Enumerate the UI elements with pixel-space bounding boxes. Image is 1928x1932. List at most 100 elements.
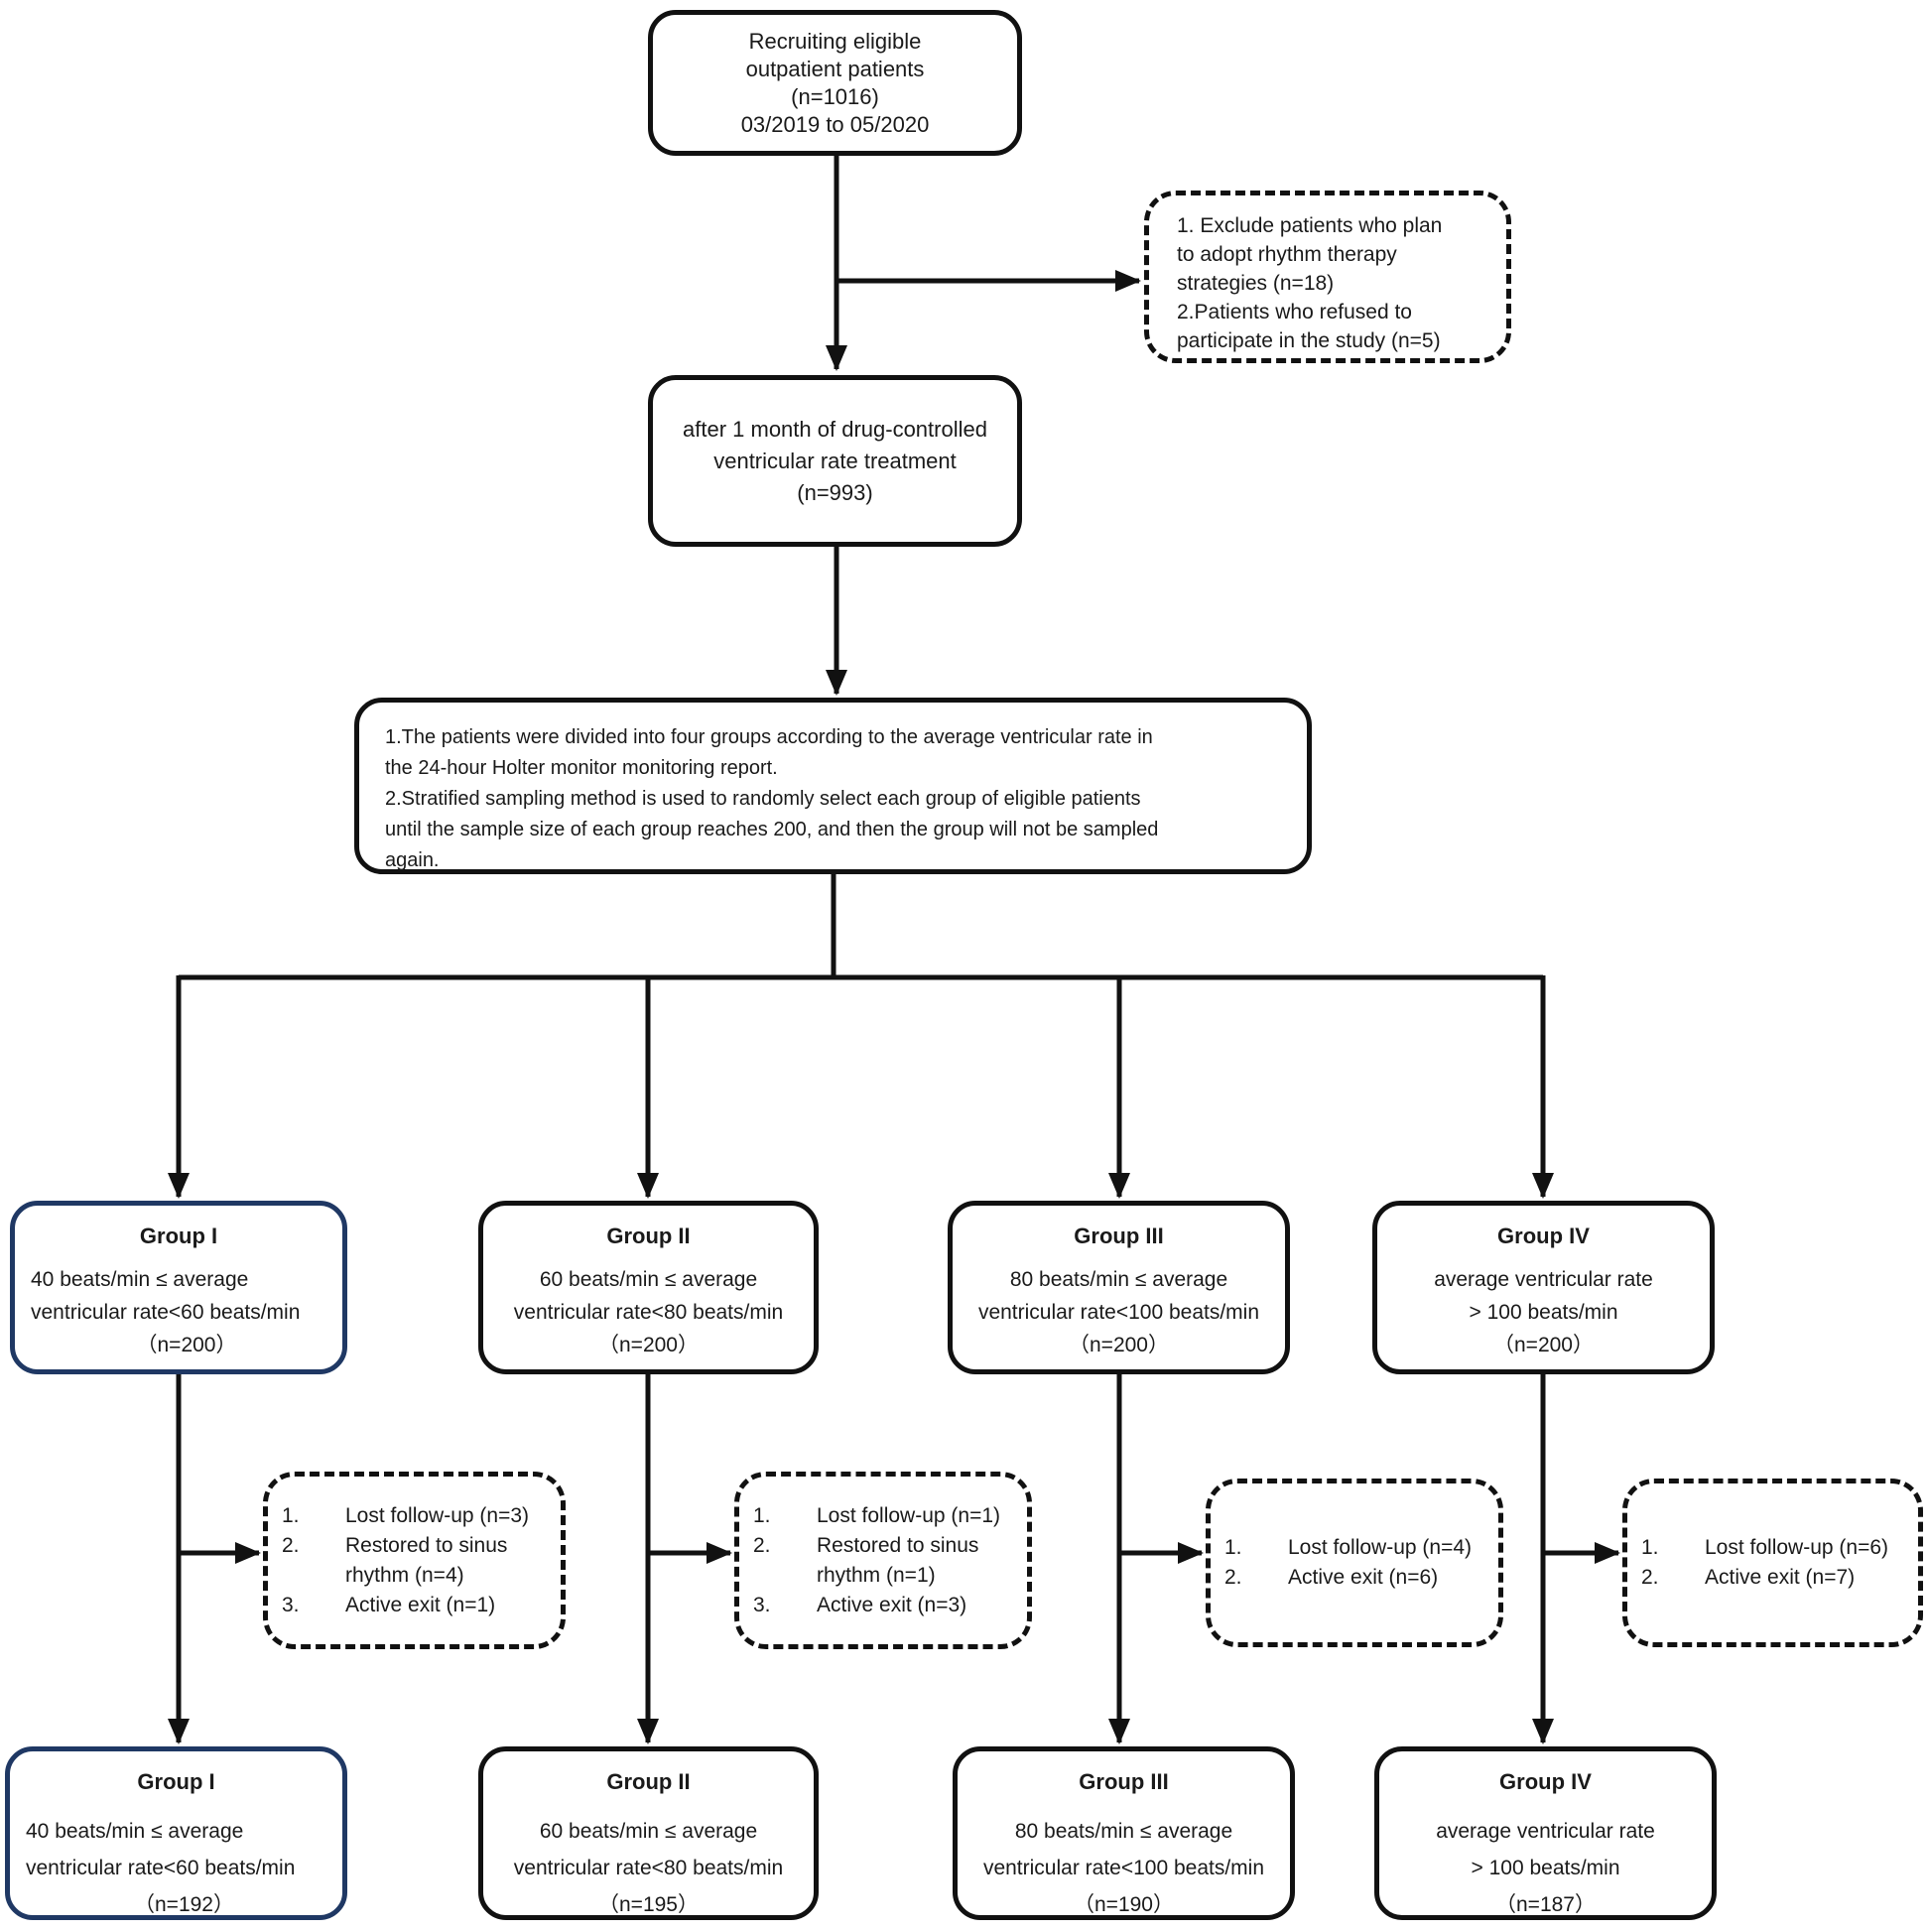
treatment-box: after 1 month of drug-controlled ventric… bbox=[648, 375, 1022, 547]
dropout-item-number bbox=[282, 1561, 345, 1591]
group-n: （n=200） bbox=[1069, 1334, 1169, 1356]
group3-initial-box: Group III 80 beats/min ≤ average ventric… bbox=[948, 1201, 1290, 1374]
group-line: ventricular rate<80 beats/min bbox=[513, 1301, 784, 1324]
exclusion-line: to adopt rhythm therapy bbox=[1177, 243, 1397, 266]
grouping-line: until the sample size of each group reac… bbox=[385, 819, 1159, 840]
group-title: Group I bbox=[137, 1769, 215, 1794]
dropout-item-number: 1. bbox=[1641, 1536, 1659, 1559]
group-line: 40 beats/min ≤ average bbox=[26, 1820, 244, 1843]
dropout-item-number: 2. bbox=[753, 1533, 771, 1557]
grouping-method-box: 1.The patients were divided into four gr… bbox=[354, 698, 1312, 874]
recruit-line: 03/2019 to 05/2020 bbox=[740, 111, 930, 137]
group-line: 80 beats/min ≤ average bbox=[1009, 1268, 1228, 1291]
dropout-item: 1. Lost follow-up (n=3) bbox=[268, 1501, 561, 1531]
treatment-line: after 1 month of drug-controlled bbox=[683, 416, 987, 442]
group-line: average ventricular rate bbox=[1436, 1820, 1655, 1843]
dropout-item-text: Active exit (n=1) bbox=[345, 1593, 496, 1616]
recruit-box: Recruiting eligible outpatient patients … bbox=[648, 10, 1022, 156]
group-title: Group III bbox=[1079, 1769, 1169, 1794]
group4-final-box: Group IV average ventricular rate > 100 … bbox=[1374, 1746, 1717, 1920]
group4-dropout-box: 1. Lost follow-up (n=6) 2. Active exit (… bbox=[1622, 1479, 1923, 1647]
group-n: （n=190） bbox=[1074, 1893, 1174, 1916]
group-n: （n=200） bbox=[1493, 1334, 1594, 1356]
group-line: ventricular rate<60 beats/min bbox=[26, 1857, 296, 1879]
group-line: ventricular rate<80 beats/min bbox=[513, 1857, 784, 1879]
grouping-line: 2.Stratified sampling method is used to … bbox=[385, 788, 1141, 810]
dropout-item-text: Active exit (n=3) bbox=[817, 1593, 967, 1616]
group-title: Group II bbox=[606, 1769, 691, 1794]
group2-dropout-box: 1. Lost follow-up (n=1) 2. Restored to s… bbox=[734, 1472, 1032, 1649]
group4-initial-box: Group IV average ventricular rate > 100 … bbox=[1372, 1201, 1715, 1374]
dropout-item-text: Active exit (n=6) bbox=[1288, 1566, 1439, 1589]
dropout-item-number: 1. bbox=[1224, 1536, 1242, 1559]
exclusion-line: participate in the study (n=5) bbox=[1177, 329, 1441, 352]
exclusion-line: 2.Patients who refused to bbox=[1177, 301, 1412, 323]
dropout-item-text: Restored to sinus bbox=[345, 1533, 508, 1557]
grouping-line: again. bbox=[385, 849, 440, 871]
dropout-item-number: 1. bbox=[753, 1503, 771, 1527]
dropout-item: rhythm (n=4) bbox=[268, 1561, 561, 1591]
dropout-item: 1. Lost follow-up (n=4) bbox=[1211, 1533, 1498, 1563]
group-n: （n=192） bbox=[134, 1893, 234, 1916]
group-line: 60 beats/min ≤ average bbox=[539, 1268, 758, 1291]
dropout-item-number bbox=[753, 1561, 817, 1591]
dropout-item: 3. Active exit (n=1) bbox=[268, 1591, 561, 1620]
group1-final-box: Group I 40 beats/min ≤ average ventricul… bbox=[5, 1746, 347, 1920]
group-title: Group IV bbox=[1499, 1769, 1592, 1794]
group2-initial-box: Group II 60 beats/min ≤ average ventricu… bbox=[478, 1201, 819, 1374]
group-line: > 100 beats/min bbox=[1469, 1301, 1618, 1324]
group-title: Group II bbox=[606, 1224, 691, 1248]
group3-final-box: Group III 80 beats/min ≤ average ventric… bbox=[953, 1746, 1295, 1920]
dropout-item: 2. Active exit (n=6) bbox=[1211, 1563, 1498, 1593]
dropout-item-text: Lost follow-up (n=1) bbox=[817, 1503, 1001, 1527]
group-n: （n=195） bbox=[598, 1893, 699, 1916]
group-line: 40 beats/min ≤ average bbox=[31, 1268, 249, 1291]
recruit-line: (n=1016) bbox=[791, 83, 879, 109]
dropout-item: 2. Restored to sinus bbox=[739, 1531, 1027, 1561]
dropout-item-number: 2. bbox=[1224, 1566, 1242, 1589]
group-line: > 100 beats/min bbox=[1471, 1857, 1620, 1879]
group-n: （n=200） bbox=[598, 1334, 699, 1356]
group-title: Group I bbox=[139, 1224, 218, 1248]
treatment-line: (n=993) bbox=[797, 479, 873, 505]
recruit-line: outpatient patients bbox=[745, 56, 925, 81]
dropout-item-text: Lost follow-up (n=4) bbox=[1288, 1536, 1473, 1559]
exclusion-line: 1. Exclude patients who plan bbox=[1177, 214, 1443, 237]
treatment-line: ventricular rate treatment bbox=[713, 448, 957, 473]
dropout-item-number: 1. bbox=[282, 1503, 300, 1527]
group1-initial-box: Group I 40 beats/min ≤ average ventricul… bbox=[10, 1201, 347, 1374]
dropout-item-text: Active exit (n=7) bbox=[1705, 1566, 1856, 1589]
group2-final-box: Group II 60 beats/min ≤ average ventricu… bbox=[478, 1746, 819, 1920]
dropout-item: 1. Lost follow-up (n=6) bbox=[1627, 1533, 1918, 1563]
dropout-item-text: Lost follow-up (n=3) bbox=[345, 1503, 530, 1527]
group-line: ventricular rate<100 beats/min bbox=[982, 1857, 1265, 1879]
group1-dropout-box: 1. Lost follow-up (n=3) 2. Restored to s… bbox=[263, 1472, 566, 1649]
dropout-item-number: 3. bbox=[753, 1593, 771, 1616]
group-line: average ventricular rate bbox=[1434, 1268, 1653, 1291]
grouping-line: the 24-hour Holter monitor monitoring re… bbox=[385, 757, 778, 779]
group-n: （n=187） bbox=[1495, 1893, 1596, 1916]
dropout-item: 2. Restored to sinus bbox=[268, 1531, 561, 1561]
dropout-item: rhythm (n=1) bbox=[739, 1561, 1027, 1591]
exclusion-line: strategies (n=18) bbox=[1177, 272, 1335, 295]
dropout-item-text: Restored to sinus bbox=[817, 1533, 979, 1557]
group-line: 60 beats/min ≤ average bbox=[539, 1820, 758, 1843]
dropout-item-number: 2. bbox=[282, 1533, 300, 1557]
group-line: 80 beats/min ≤ average bbox=[1014, 1820, 1233, 1843]
group3-dropout-box: 1. Lost follow-up (n=4) 2. Active exit (… bbox=[1206, 1479, 1503, 1647]
grouping-line: 1.The patients were divided into four gr… bbox=[385, 726, 1153, 748]
group-title: Group III bbox=[1074, 1224, 1164, 1248]
group-line: ventricular rate<100 beats/min bbox=[977, 1301, 1260, 1324]
dropout-item: 2. Active exit (n=7) bbox=[1627, 1563, 1918, 1593]
dropout-item: 1. Lost follow-up (n=1) bbox=[739, 1501, 1027, 1531]
group-n: （n=200） bbox=[136, 1334, 237, 1356]
dropout-item-number: 3. bbox=[282, 1593, 300, 1616]
exclusion-top-box: 1. Exclude patients who plan to adopt rh… bbox=[1144, 191, 1511, 363]
group-title: Group IV bbox=[1497, 1224, 1590, 1248]
group-line: ventricular rate<60 beats/min bbox=[31, 1301, 301, 1324]
dropout-item-text: rhythm (n=1) bbox=[817, 1563, 936, 1587]
dropout-item: 3. Active exit (n=3) bbox=[739, 1591, 1027, 1620]
dropout-item-text: Lost follow-up (n=6) bbox=[1705, 1536, 1889, 1559]
